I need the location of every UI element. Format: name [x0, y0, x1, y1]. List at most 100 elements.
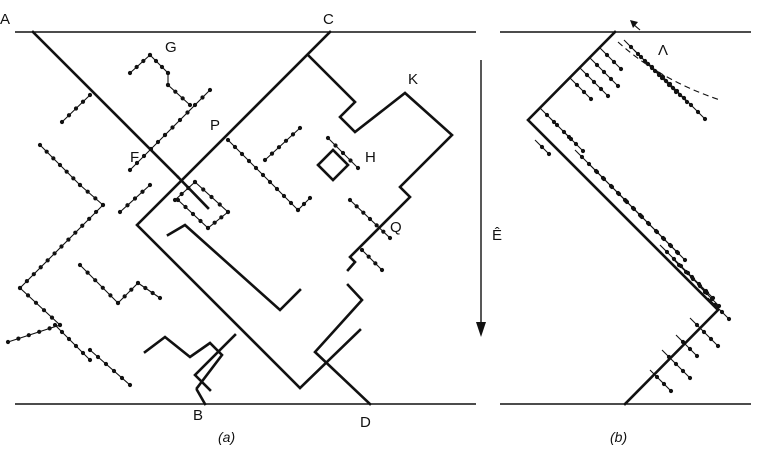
- site-dot: [381, 229, 386, 234]
- site-dot: [190, 211, 196, 217]
- site-dot: [668, 388, 674, 394]
- site-dot: [183, 204, 188, 210]
- site-dot: [361, 210, 366, 215]
- site-dot: [663, 78, 669, 84]
- site-dot: [147, 52, 153, 58]
- site-dot: [546, 151, 552, 157]
- site-dot: [80, 350, 86, 356]
- site-dot: [141, 58, 146, 64]
- site-dot: [185, 110, 190, 115]
- site-dots-a: [5, 52, 393, 388]
- site-dot: [726, 316, 732, 322]
- field-arrow: Ê: [476, 60, 502, 337]
- site-dot: [173, 89, 178, 94]
- site-dot: [276, 145, 282, 150]
- dangling-bond: [707, 297, 730, 320]
- site-dot: [103, 361, 109, 367]
- site-dot: [639, 214, 645, 220]
- site-dot: [694, 322, 700, 328]
- site-dot: [80, 223, 85, 228]
- dangling-bond: [561, 129, 584, 152]
- site-dot: [37, 329, 42, 334]
- site-dot: [134, 64, 139, 70]
- site-dot: [119, 375, 125, 381]
- dangling-bond: [675, 334, 698, 357]
- site-dot: [667, 81, 673, 87]
- site-dot: [85, 189, 90, 194]
- label-point-q: Q: [390, 219, 402, 236]
- site-dot: [638, 54, 644, 60]
- label-point-c: C: [323, 11, 334, 28]
- site-dot: [373, 261, 378, 266]
- site-dot: [573, 141, 579, 147]
- site-dot: [687, 375, 693, 381]
- dead-ends-b: [534, 39, 732, 394]
- site-dot: [274, 186, 280, 192]
- site-dot: [73, 106, 79, 111]
- site-dot: [325, 135, 331, 141]
- site-dot: [709, 296, 715, 302]
- site-dot: [41, 308, 47, 313]
- site-dot: [57, 162, 63, 168]
- dangling-bond: [599, 47, 622, 70]
- site-dot: [591, 79, 597, 85]
- site-dot: [57, 322, 63, 328]
- site-dot: [87, 92, 93, 98]
- dangling-bond: [649, 369, 672, 392]
- site-dot: [574, 82, 580, 88]
- site-dot: [340, 150, 346, 156]
- site-dot: [680, 339, 686, 345]
- site-dot: [186, 185, 191, 191]
- site-dot: [689, 274, 695, 280]
- site-dot: [33, 300, 39, 305]
- site-dot: [695, 109, 701, 115]
- site-dot: [122, 294, 127, 299]
- site-dot: [719, 309, 725, 315]
- dangling-bond: [697, 284, 720, 307]
- site-dot: [159, 64, 165, 70]
- site-dot: [301, 201, 307, 207]
- site-dot: [687, 346, 693, 352]
- site-dot: [127, 167, 133, 173]
- site-dot: [73, 343, 79, 349]
- site-dot: [676, 262, 682, 268]
- site-dot: [367, 216, 373, 222]
- site-dot: [108, 293, 113, 298]
- caption-a: (a): [218, 429, 235, 445]
- site-dot: [712, 302, 718, 308]
- site-dot: [93, 278, 98, 283]
- site-dot: [601, 69, 607, 75]
- site-dot: [660, 74, 666, 80]
- site-dot: [666, 354, 672, 360]
- site-dot: [51, 156, 56, 161]
- panel-b: Λ (b): [500, 20, 751, 445]
- site-dot: [127, 382, 133, 388]
- site-dot: [26, 333, 31, 338]
- backbone-a: [31, 30, 454, 406]
- site-dot: [177, 117, 183, 123]
- site-dot: [654, 374, 660, 380]
- site-dot: [111, 368, 117, 374]
- site-dot: [129, 287, 134, 292]
- site-dot: [44, 149, 49, 154]
- site-dot: [604, 52, 610, 58]
- caption-b: (b): [610, 429, 627, 445]
- site-dot: [143, 285, 148, 291]
- site-dot: [379, 267, 385, 273]
- site-dot: [45, 258, 50, 263]
- site-dot: [605, 93, 611, 99]
- site-dot: [654, 229, 660, 235]
- site-dot: [594, 62, 600, 68]
- site-dot: [680, 368, 686, 374]
- site-dot: [85, 270, 90, 275]
- site-dot: [198, 218, 203, 224]
- site-dot: [716, 303, 722, 309]
- label-point-b: B: [193, 407, 203, 424]
- site-dot: [682, 257, 688, 263]
- site-dot: [674, 88, 680, 94]
- site-dot: [677, 92, 683, 98]
- site-dot: [172, 197, 178, 203]
- site-dot: [73, 230, 78, 235]
- site-dot: [673, 361, 679, 367]
